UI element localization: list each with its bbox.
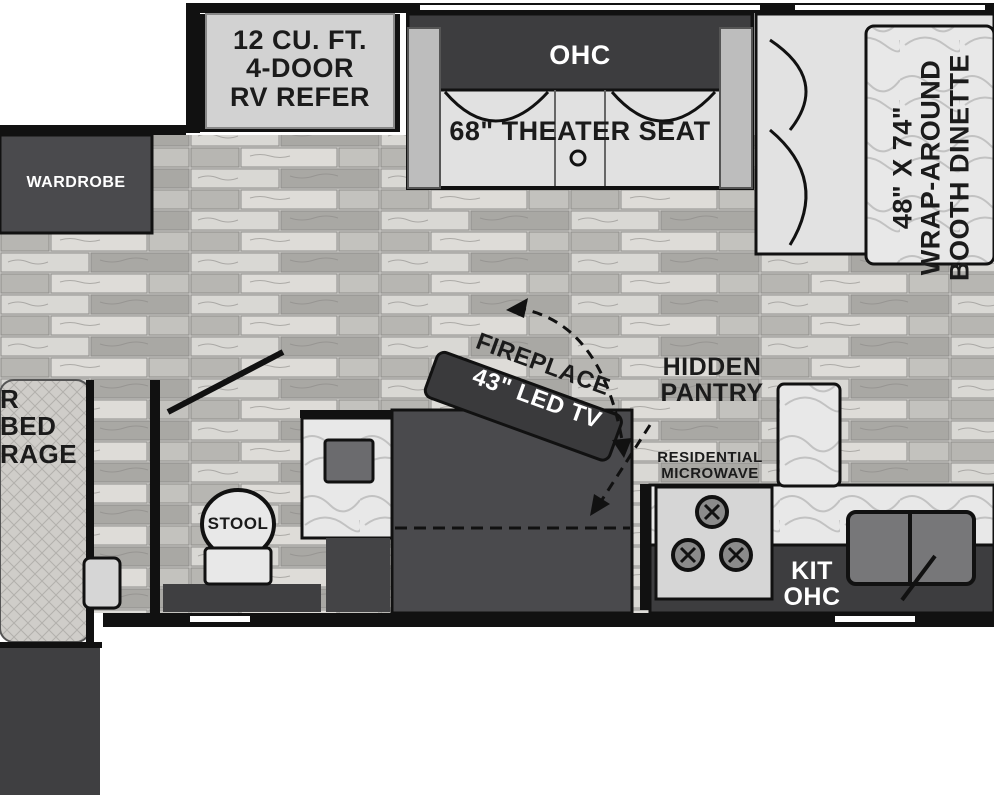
refrigerator-face: [206, 14, 394, 128]
bath-counter-top: [300, 410, 398, 418]
wardrobe: [0, 133, 154, 235]
bedroom-lower-divider: [0, 642, 102, 648]
bedside-lamp: [82, 556, 122, 610]
dinette-table: [864, 24, 994, 266]
cupholder-icon: [569, 149, 587, 167]
dinette-cushion-arc-2: [769, 128, 808, 246]
faucet-icon: [900, 554, 937, 602]
refrigerator-label: 12 CU. FT. 4-DOOR RV REFER: [229, 25, 371, 112]
stool-label: STOOL: [207, 514, 269, 533]
refrigerator-door-line: [205, 13, 395, 129]
bottom-wall: [103, 613, 994, 627]
recliner-arc-right: [610, 90, 717, 123]
sink-icon: [323, 438, 375, 484]
bath-door: [166, 349, 285, 415]
dinette-cushion-arc-1: [769, 38, 808, 131]
bedroom-lower-area: [0, 642, 100, 795]
dinette-label: 48" X 74" WRAP-AROUND BOOTH DINETTE: [887, 54, 975, 282]
bed-storage-label: R BED RAGE: [0, 384, 78, 469]
top-wall-window: [420, 5, 760, 10]
hidden-pantry-label: HIDDEN PANTRY: [660, 353, 764, 408]
rotation-arrow-head: [506, 298, 528, 318]
recliner-arc-left: [443, 90, 550, 123]
pantry-pointer-head: [590, 494, 610, 516]
rear-wall: [86, 380, 94, 642]
rotation-arrow-head-2: [612, 438, 632, 458]
bath-wall-left: [150, 380, 160, 613]
bottom-wall-window-1: [190, 616, 250, 622]
rotation-arrow: [515, 306, 624, 441]
shower-pan: [326, 538, 390, 612]
toilet-tank: [203, 546, 273, 586]
kitchen-ohc-label: KIT OHC: [783, 557, 841, 612]
burner-grate: [679, 503, 745, 564]
overhead-cabinet-label: OHC: [549, 40, 611, 70]
theater-seat-label: 68" THEATER SEAT: [449, 116, 711, 146]
microwave-box: [776, 382, 842, 488]
theater-seat-armrest-right: [719, 27, 753, 189]
wardrobe-wall-top: [0, 125, 186, 135]
theater-seat-armrest-left: [407, 27, 441, 189]
toilet-platform: [163, 584, 321, 612]
wardrobe-label: WARDROBE: [26, 174, 126, 191]
top-wall-left: [186, 3, 200, 133]
top-wall-window-2: [795, 5, 985, 10]
bottom-wall-window-2: [835, 616, 915, 622]
microwave-label: RESIDENTIAL MICROWAVE: [657, 449, 763, 482]
